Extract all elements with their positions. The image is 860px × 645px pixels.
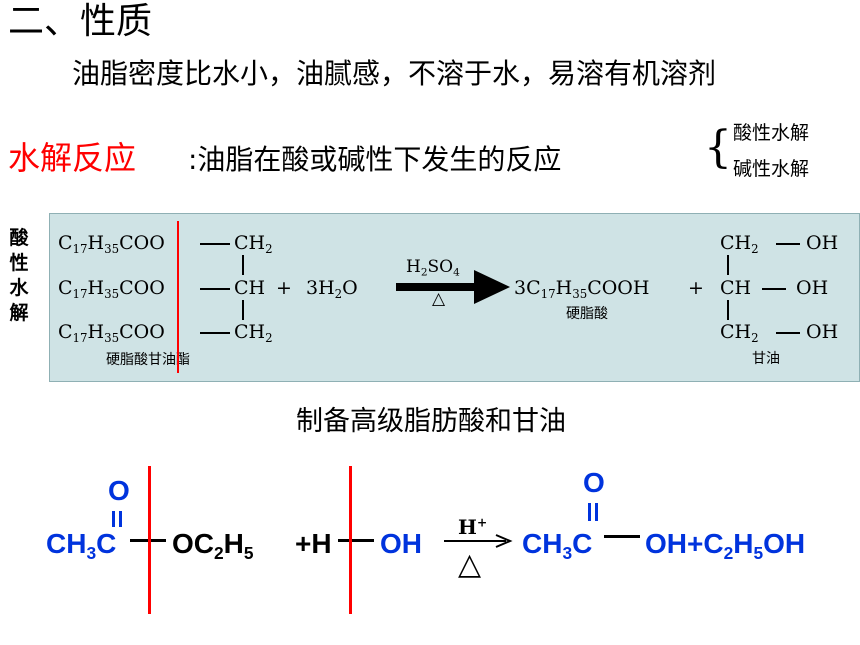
glycerol-oh-2: OH <box>796 277 829 299</box>
carbonyl-oxygen-left: O <box>108 475 130 506</box>
glycerol-name: 甘油 <box>752 351 780 367</box>
product-ethanol: OH+C2H5OH <box>645 528 806 564</box>
glycerol-bond-2 <box>762 288 786 290</box>
ester-row-1: C17H35COO <box>58 232 165 257</box>
brace-icon: { <box>704 122 732 173</box>
reaction2-triangle-icon: △ <box>458 547 482 582</box>
glycerol-ch: CH <box>720 277 752 299</box>
acid-hydrolysis-vertical-label: 酸性水解 <box>9 227 29 324</box>
bond-vertical-2 <box>242 300 244 320</box>
plus-sign-2: + <box>688 277 704 299</box>
ester-row-2: C17H35COO <box>58 277 165 302</box>
double-bond-right-b <box>595 503 598 521</box>
bond-2 <box>200 288 230 290</box>
bond-3 <box>200 332 230 334</box>
stearic-acid-name: 硬脂酸 <box>566 306 608 322</box>
hydrolysis-title: 水解反应 <box>8 139 137 177</box>
glycerol-ch2-top: CH2 <box>720 232 759 257</box>
bond-vertical-1 <box>242 255 244 275</box>
hydrolysis-type-acid: 酸性水解 <box>733 122 810 144</box>
glyceryl-ch: CH <box>234 277 266 299</box>
hydrolysis-type-base: 碱性水解 <box>733 158 810 180</box>
glycerol-bond-3 <box>776 332 800 334</box>
double-bond-left-b <box>119 511 122 527</box>
glyceryl-ch2-top: CH2 <box>234 232 273 257</box>
glyceryl-ch2-bottom: CH2 <box>234 321 273 346</box>
water-reactant: 3H2O <box>306 277 358 302</box>
carbonyl-oxygen-right: O <box>583 467 605 498</box>
reaction1-box <box>49 213 860 382</box>
cleavage-line-3 <box>349 466 352 614</box>
ester-row-3: C17H35COO <box>58 321 165 346</box>
properties-text: 油脂密度比水小，油腻感，不溶于水，易溶有机溶剂 <box>72 57 717 90</box>
caption: 制备高级脂肪酸和甘油 <box>296 406 566 437</box>
acid-bond <box>604 535 640 538</box>
plus-sign-1: + <box>276 277 292 299</box>
ethoxy-group: OC2H5 <box>172 528 254 564</box>
bond-1 <box>200 243 230 245</box>
hydrolysis-description: :油脂在酸或碱性下发生的反应 <box>188 143 562 176</box>
glycerol-ch2-bottom: CH2 <box>720 321 759 346</box>
sulfuric-acid-catalyst: H2SO4 <box>406 257 460 279</box>
water-bond <box>338 539 374 542</box>
double-bond-right-a <box>588 503 591 521</box>
glycerol-bond-1 <box>776 243 800 245</box>
acetic-acid-acyl: CH3C <box>522 528 593 564</box>
reaction2-arrow-icon <box>444 534 513 548</box>
water-h: +H <box>295 528 332 559</box>
acid-catalyst: H+ <box>458 514 488 539</box>
water-oh: OH <box>380 528 422 559</box>
glycerol-vertical-2 <box>727 300 729 320</box>
reaction-arrow-icon <box>396 270 510 304</box>
page-title: 二、性质 <box>8 1 153 42</box>
ethyl-acetate-acyl: CH3C <box>46 528 117 564</box>
double-bond-left-a <box>112 511 115 527</box>
cleavage-line-2 <box>148 466 151 614</box>
heat-triangle-icon: △ <box>432 289 446 309</box>
stearic-acid-product: 3C17H35COOH <box>514 277 650 302</box>
glycerol-oh-1: OH <box>806 232 839 254</box>
ester-name: 硬脂酸甘油酯 <box>106 352 190 368</box>
glycerol-vertical-1 <box>727 255 729 275</box>
glycerol-oh-3: OH <box>806 321 839 343</box>
cleavage-line-1 <box>177 221 179 373</box>
